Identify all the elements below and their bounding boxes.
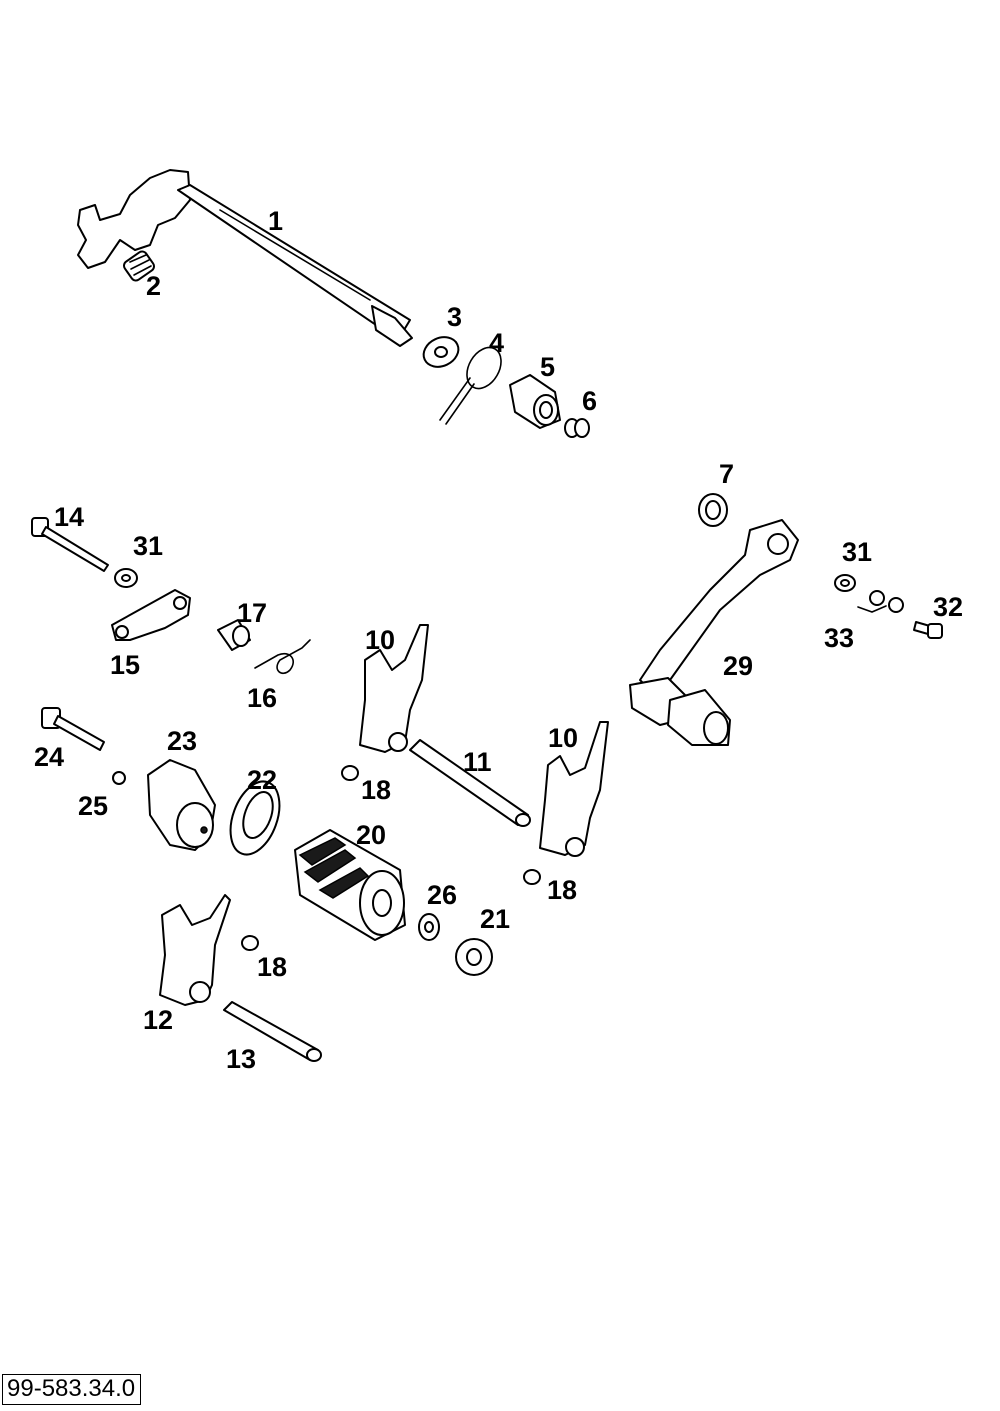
part-17-bushing	[217, 619, 251, 651]
callout-4: 4	[489, 328, 505, 358]
part-20-shift-drum	[294, 829, 406, 941]
part-29-shift-lever	[629, 519, 799, 746]
callout-33: 33	[824, 623, 855, 653]
part-23-shift-cam	[147, 759, 216, 851]
callout-5: 5	[540, 352, 556, 382]
callout-24: 24	[34, 742, 65, 772]
part-11-fork-shaft	[409, 739, 531, 827]
callout-29: 29	[723, 651, 754, 681]
part-13-fork-shaft	[223, 1001, 322, 1062]
callout-22: 22	[247, 765, 278, 795]
callout-16: 16	[247, 683, 278, 713]
callout-10: 10	[548, 723, 579, 753]
part-22-bearing	[229, 780, 281, 856]
part-24-bolt	[41, 707, 105, 751]
part-18-roller	[341, 765, 359, 781]
callout-2: 2	[146, 271, 162, 301]
callout-12: 12	[143, 1005, 174, 1035]
callout-26: 26	[427, 880, 458, 910]
part-12-shift-fork	[159, 894, 231, 1006]
callout-31: 31	[842, 537, 873, 567]
part-31-washer	[834, 574, 856, 592]
part-18-roller	[241, 935, 259, 951]
part-6-o-ring	[564, 418, 590, 438]
part-14-bolt	[31, 517, 109, 572]
callout-18: 18	[361, 775, 392, 805]
callout-1: 1	[268, 206, 284, 236]
part-18-roller	[523, 869, 541, 885]
part-21-bearing	[455, 938, 493, 976]
callout-7: 7	[719, 459, 735, 489]
callout-31: 31	[133, 531, 164, 561]
part-5-bushing	[509, 374, 561, 429]
part-31-washer	[114, 568, 138, 588]
part-15-lever	[111, 589, 191, 641]
callout-3: 3	[447, 302, 463, 332]
callout-11: 11	[463, 747, 492, 777]
callout-23: 23	[167, 726, 198, 756]
part-16-spring	[254, 639, 311, 675]
callout-20: 20	[356, 820, 387, 850]
part-32-bolt	[913, 621, 943, 639]
part-7-seal	[698, 493, 728, 527]
callout-25: 25	[78, 791, 109, 821]
part-3-washer	[422, 336, 460, 368]
part-10-shift-fork	[539, 721, 609, 857]
part-1-shift-shaft	[77, 169, 413, 347]
callout-32: 32	[933, 592, 964, 622]
reference-code: 99-583.34.0	[2, 1374, 142, 1406]
part-25-nut	[112, 771, 126, 785]
callout-14: 14	[54, 502, 85, 532]
callout-21: 21	[480, 904, 511, 934]
part-2-spring	[123, 250, 155, 282]
callout-6: 6	[582, 386, 598, 416]
callout-18: 18	[547, 875, 578, 905]
callout-10: 10	[365, 625, 396, 655]
callout-17: 17	[237, 598, 268, 628]
callout-18: 18	[257, 952, 288, 982]
callout-13: 13	[226, 1044, 257, 1074]
callout-15: 15	[110, 650, 141, 680]
part-4-circlip	[439, 346, 502, 425]
part-33-nut	[857, 590, 904, 613]
part-10-shift-fork	[359, 624, 429, 753]
part-26-washer	[418, 913, 440, 941]
